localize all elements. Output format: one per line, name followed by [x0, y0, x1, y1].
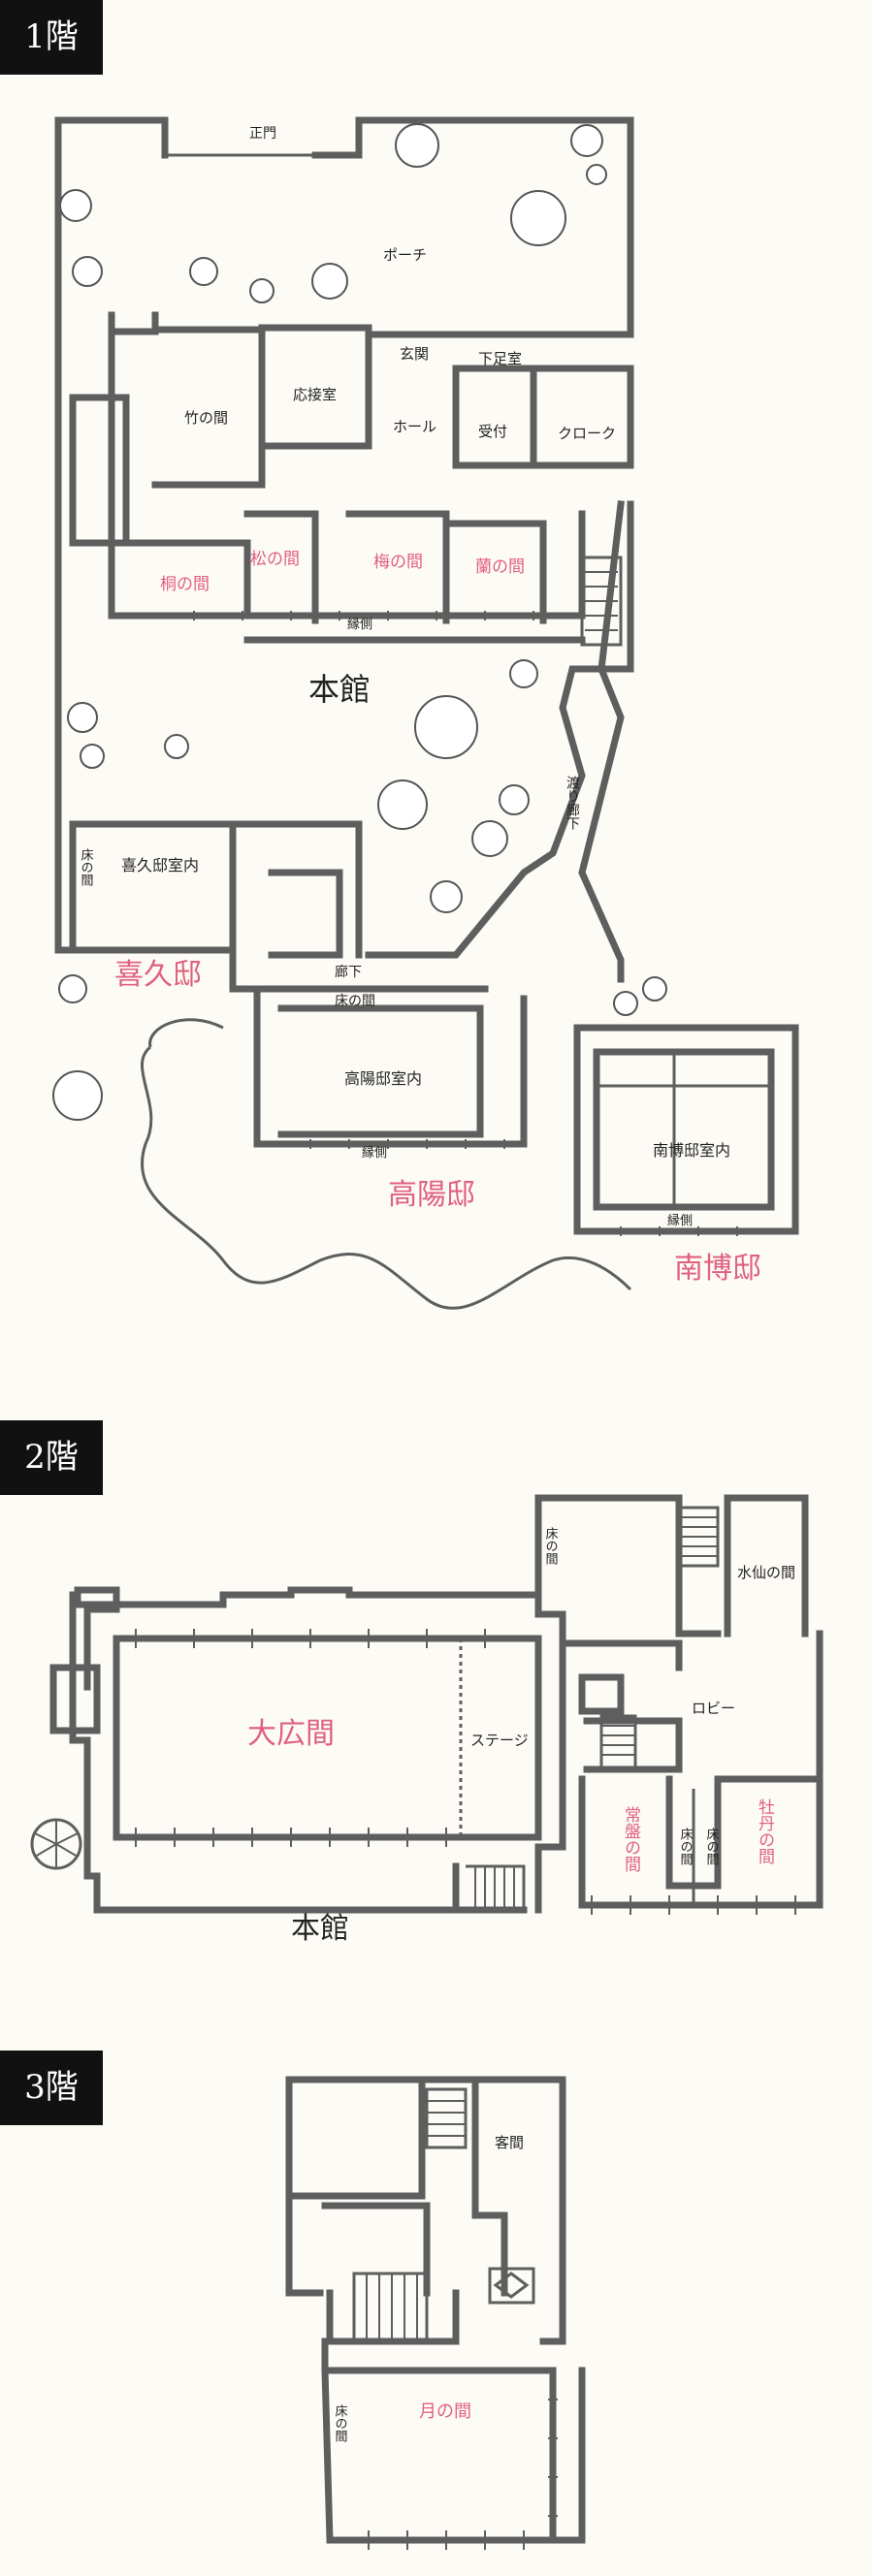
tokonoma-b-label: 床の間 [704, 1828, 720, 1866]
suisen-label: 水仙の間 [737, 1564, 795, 1581]
porch-label: ポーチ [383, 246, 427, 264]
matsu-label: 松の間 [250, 550, 300, 569]
osetsushitsu-label: 応接室 [293, 386, 337, 403]
nanpaku-label: 南博邸 [674, 1252, 761, 1286]
floor-2-tag: 2階 [0, 1420, 103, 1495]
engawa-label-2: 縁側 [362, 1145, 387, 1161]
kiri-label: 桐の間 [160, 575, 210, 594]
ohiroma-label: 大広間 [247, 1717, 335, 1751]
engawa-label-3: 縁側 [667, 1213, 693, 1228]
ume-label: 梅の間 [373, 553, 423, 572]
tokonoma-3f-label: 床の間 [333, 2404, 348, 2443]
floor-3-tag: 3階 [0, 2051, 103, 2125]
floor-3-plan: 客間 床の間 月の間 [285, 2076, 586, 2550]
koyo-label: 高陽邸 [388, 1178, 475, 1212]
stage-label: ステージ [470, 1732, 529, 1749]
kyakuma-label: 客間 [495, 2134, 524, 2151]
floor-1-section: 1階 [0, 0, 799, 1310]
ran-label: 蘭の間 [475, 557, 525, 577]
cloak-label: クローク [558, 425, 616, 442]
hall-label: ホール [393, 418, 436, 435]
take-label: 竹の間 [184, 409, 228, 427]
tokonoma-nw-label: 床の間 [543, 1527, 559, 1566]
gate-label: 正門 [249, 126, 276, 142]
watari-roka-label: 渡り廊下 [565, 776, 580, 830]
nanpaku-naishitsu-label: 南博邸室内 [653, 1141, 730, 1160]
koyo-naishitsu-label: 高陽邸室内 [344, 1069, 422, 1088]
honkan-label: 本館 [308, 671, 371, 708]
honkan-2f-label: 本館 [291, 1912, 349, 1946]
floor-2-section: 2階 [0, 1420, 872, 2031]
lobby-label: ロビー [692, 1700, 735, 1717]
floor-1-plan: 正門 ポーチ 玄関 下足室 ホール 受付 クローク 竹の間 応接室 桐の間 松の… [52, 116, 799, 1310]
tokiwa-label: 常盤の間 [621, 1806, 641, 1873]
floor-3-section: 3階 客間 床の間 月の間 [0, 2051, 872, 2576]
kikyu-label: 喜久邸 [114, 958, 202, 992]
tokonoma-label-2: 床の間 [335, 994, 375, 1009]
uketsuke-label: 受付 [478, 423, 507, 440]
tsuki-label: 月の間 [419, 2401, 471, 2422]
genkan-label: 玄関 [400, 345, 429, 363]
kikyu-naishitsu-label: 喜久邸室内 [121, 856, 199, 875]
roka-label: 廊下 [335, 964, 362, 980]
tokonoma-label-1: 床の間 [79, 848, 94, 887]
tokonoma-a-label: 床の間 [678, 1828, 694, 1866]
engawa-label-1: 縁側 [347, 617, 372, 632]
floor-1-tag: 1階 [0, 0, 103, 75]
botan-label: 牡丹の間 [755, 1798, 775, 1865]
gesokushitsu-label: 下足室 [478, 350, 522, 367]
floor-2-plan: 床の間 水仙の間 大広間 ステージ ロビー 常盤の間 床の間 床の間 牡丹の間 … [30, 1494, 824, 1946]
